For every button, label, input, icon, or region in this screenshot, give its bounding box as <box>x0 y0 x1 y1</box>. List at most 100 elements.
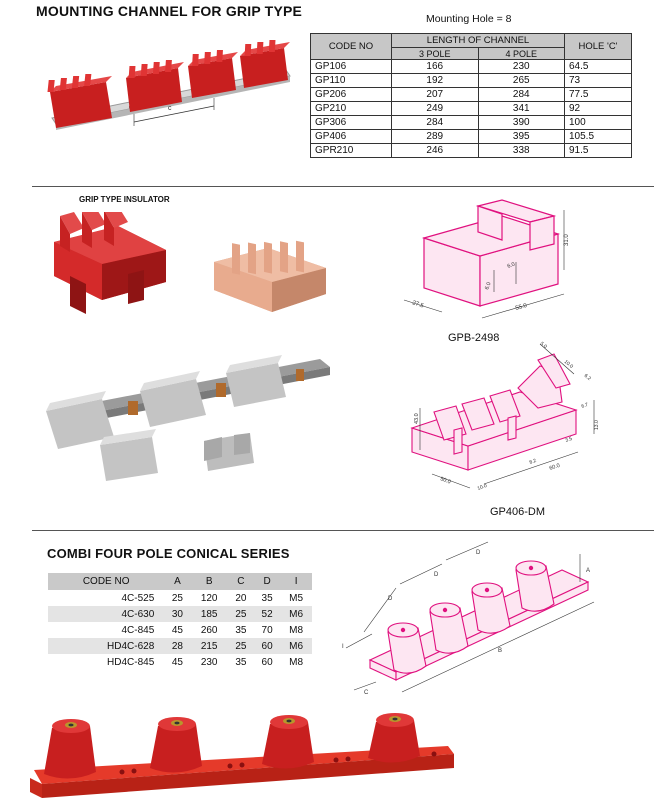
table-cell: M8 <box>289 624 304 636</box>
combi-dim-d-1: D <box>388 596 393 602</box>
red-grip-insulator-image <box>54 212 166 314</box>
gpb-dim-width: 27.5 <box>411 300 425 310</box>
table-cell: 52 <box>254 606 281 622</box>
table-cell: M6 <box>280 638 312 654</box>
gp406-dim-4: 6.7 <box>581 402 590 410</box>
table-header-cell: B <box>190 573 228 590</box>
gp406-dm-drawing: 5.0 10.0 6.2 6.7 13.0 43.0 3.5 60.0 8.2 … <box>410 341 600 492</box>
gp406-dim-3: 6.2 <box>583 373 592 382</box>
table-cell: GP106 <box>310 59 392 74</box>
table-cell: 289 <box>391 129 479 144</box>
table-cell: 45 <box>171 624 183 636</box>
red-four-pole-conical-image <box>30 713 454 798</box>
table-cell: 284 <box>391 115 479 130</box>
header-hole-c: HOLE 'C' <box>564 33 632 60</box>
table-cell: 60 <box>254 638 281 654</box>
table-cell: 77.5 <box>564 87 632 102</box>
table-cell: 30 <box>164 606 191 622</box>
table-cell: M8 <box>289 656 304 668</box>
header-length-of-channel: LENGTH OF CHANNEL <box>391 33 565 48</box>
table-cell: M6 <box>280 606 312 622</box>
table-cell: HD4C-845 <box>107 656 155 668</box>
gp406-dim-8: 60.0 <box>549 463 561 472</box>
table-cell: 338 <box>477 143 565 158</box>
gp406-dim-10: 50.0 <box>439 476 451 485</box>
table-cell: 246 <box>391 143 479 158</box>
table-cell: 230 <box>477 59 565 74</box>
dimension-c-label: c <box>168 105 172 112</box>
table-cell: 395 <box>477 129 565 144</box>
mounting-hole-note: Mounting Hole = 8 <box>426 13 512 25</box>
gpb-dim-slot-a: 6.0 <box>484 281 492 290</box>
section-title-grip-insulator: GRIP TYPE INSULATOR <box>79 195 170 204</box>
grey-insulator-assembly-image <box>46 355 330 481</box>
gpb-dim-slot-b: 6.0 <box>507 262 516 270</box>
gpb-dim-height: 31.0 <box>564 234 570 246</box>
table-cell: 4C-845 <box>121 624 155 636</box>
section-title-combi-four-pole: COMBI FOUR POLE CONICAL SERIES <box>47 546 290 561</box>
table-cell: 70 <box>261 624 273 636</box>
table-cell: 73 <box>564 73 632 88</box>
table-header-cell: A <box>164 573 191 590</box>
peach-grip-insulator-image <box>214 240 326 312</box>
table-cell: 215 <box>190 638 228 654</box>
combi-dim-d-2: D <box>434 572 439 578</box>
gp406-dim-9: 8.2 <box>529 458 538 466</box>
table-cell: GP110 <box>310 73 392 88</box>
table-cell: 284 <box>477 87 565 102</box>
divider <box>32 186 654 187</box>
table-cell: 20 <box>235 592 247 604</box>
table-cell: GP406 <box>310 129 392 144</box>
gp406-dim-7: 3.5 <box>565 436 574 444</box>
table-cell: 64.5 <box>564 59 632 74</box>
gpb-2498-caption: GPB-2498 <box>448 332 500 344</box>
table-cell: 4C-630 <box>48 606 165 622</box>
table-cell: 25 <box>171 592 183 604</box>
combi-dim-c: C <box>364 690 369 696</box>
table-cell: 265 <box>477 73 565 88</box>
combi-dim-i: I <box>342 644 344 650</box>
gp406-dm-caption: GP406-DM <box>490 506 546 518</box>
table-cell: 166 <box>391 59 479 74</box>
table-cell: 230 <box>200 656 218 668</box>
header-code-no: CODE NO <box>310 33 392 60</box>
gp406-dim-11: 10.0 <box>477 483 488 492</box>
table-cell: HD4C-628 <box>48 638 165 654</box>
gpb-dim-length: 55.0 <box>515 303 529 312</box>
gp406-dim-1: 5.0 <box>539 341 548 350</box>
combi-dim-b: B <box>498 648 502 654</box>
gp406-dim-5: 13.0 <box>594 420 600 430</box>
table-cell: M5 <box>289 592 304 604</box>
divider <box>32 530 654 531</box>
gpb-2498-drawing: 31.0 6.0 6.0 55.0 27.5 <box>403 199 570 319</box>
header-3-pole: 3 POLE <box>391 47 479 60</box>
table-cell: GPR210 <box>310 143 392 158</box>
table-cell: 35 <box>235 656 247 668</box>
table-cell: 25 <box>227 606 255 622</box>
mounting-channel-image: c <box>47 40 291 130</box>
table-cell: 249 <box>391 101 479 116</box>
table-cell: GP206 <box>310 87 392 102</box>
table-header-cell: D <box>254 573 281 590</box>
combi-dim-d-3: D <box>476 550 481 556</box>
mounting-channel-table: CODE NO LENGTH OF CHANNEL HOLE 'C' 3 POL… <box>310 33 632 158</box>
table-cell: 100 <box>564 115 632 130</box>
table-cell: 390 <box>477 115 565 130</box>
table-cell: 185 <box>190 606 228 622</box>
table-header-cell: C <box>227 573 255 590</box>
table-cell: 192 <box>391 73 479 88</box>
table-cell: 35 <box>261 592 273 604</box>
table-cell: 28 <box>164 638 191 654</box>
header-4-pole: 4 POLE <box>477 47 565 60</box>
combi-dim-a: A <box>586 568 590 574</box>
table-cell: 341 <box>477 101 565 116</box>
